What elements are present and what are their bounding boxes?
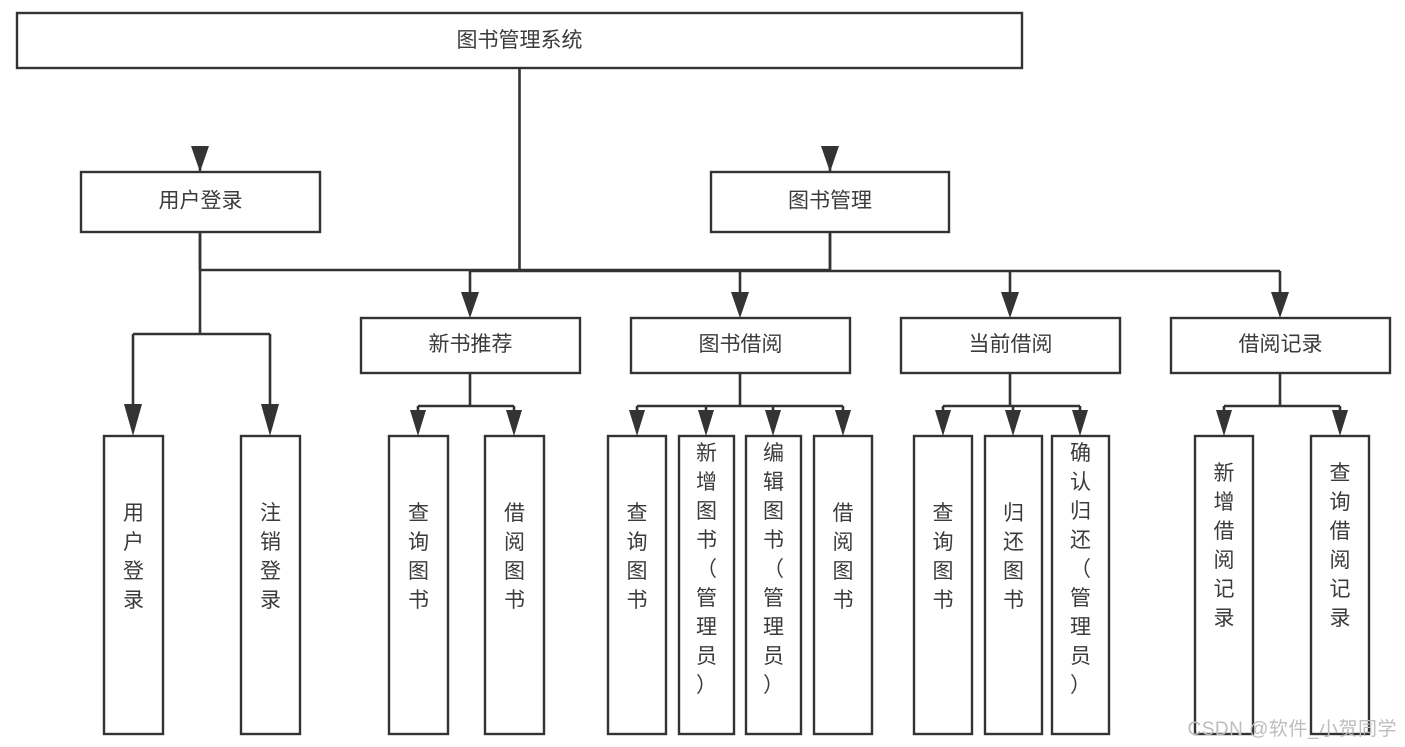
node-leaf-bb-edit[interactable]: 编辑图书（管理员）	[744, 434, 803, 736]
node-leaf-rec-query-box[interactable]	[387, 434, 450, 736]
node-leaf-bb-borrow[interactable]: 借阅图书	[812, 434, 874, 736]
arrow-to-new-book-rec	[461, 292, 479, 318]
arrow-to-current-borrow	[1001, 292, 1019, 318]
node-leaf-bb-borrow-label: 借阅图书	[833, 502, 854, 612]
node-leaf-cb-query-box[interactable]	[912, 434, 974, 736]
node-root-box[interactable]	[15, 11, 1024, 70]
node-new-book-rec-label: 新书推荐	[429, 333, 513, 356]
node-borrow-record-label: 借阅记录	[1239, 333, 1323, 356]
arrow-to-leaf-cb-return	[1005, 410, 1021, 436]
watermark-text: CSDN @软件_小贺同学	[1187, 719, 1397, 740]
node-leaf-br-add-box[interactable]	[1193, 434, 1255, 736]
node-root-label: 图书管理系统	[457, 29, 583, 52]
arrow-to-leaf-user-login	[124, 404, 142, 436]
node-leaf-bb-query-box[interactable]	[606, 434, 668, 736]
node-leaf-user-login-box[interactable]	[102, 434, 165, 736]
node-root[interactable]: 图书管理系统	[15, 11, 1024, 70]
node-leaf-bb-edit-label: 编辑图书（管理员）	[763, 442, 784, 697]
node-new-book-rec[interactable]: 新书推荐	[359, 316, 582, 375]
node-leaf-cb-confirm-label: 确认归还（管理员）	[1070, 442, 1091, 697]
node-leaf-rec-borrow-label: 借阅图书	[504, 502, 525, 612]
node-borrow-record[interactable]: 借阅记录	[1169, 316, 1392, 375]
node-leaf-user-logout[interactable]: 注销登录	[239, 434, 302, 736]
arrow-to-borrow-record	[1271, 292, 1289, 318]
node-leaf-cb-return-box[interactable]	[983, 434, 1044, 736]
arrow-to-leaf-bb-add	[698, 410, 714, 436]
node-leaf-bb-query-label: 查询图书	[627, 502, 648, 612]
arrow-to-leaf-cb-confirm	[1072, 410, 1088, 436]
node-leaf-cb-query-label: 查询图书	[933, 502, 954, 612]
node-leaf-cb-query[interactable]: 查询图书	[912, 434, 974, 736]
arrow-to-leaf-bb-query	[629, 410, 645, 436]
node-book-borrow[interactable]: 图书借阅	[629, 316, 852, 375]
node-current-borrow-box[interactable]	[899, 316, 1122, 375]
arrow-to-user-login	[191, 146, 209, 172]
node-leaf-br-add[interactable]: 新增借阅记录	[1193, 434, 1255, 736]
node-book-manage[interactable]: 图书管理	[709, 170, 951, 234]
node-leaf-cb-confirm-box[interactable]	[1050, 434, 1111, 736]
arrow-to-leaf-br-add	[1216, 410, 1232, 436]
node-borrow-record-box[interactable]	[1169, 316, 1392, 375]
node-leaf-bb-query[interactable]: 查询图书	[606, 434, 668, 736]
node-leaf-rec-query-label: 查询图书	[408, 502, 429, 612]
node-leaf-rec-borrow-box[interactable]	[483, 434, 546, 736]
arrow-to-book-manage	[821, 146, 839, 172]
node-leaf-user-logout-label: 注销登录	[260, 502, 281, 612]
node-leaf-bb-add[interactable]: 新增图书（管理员）	[677, 434, 736, 736]
node-leaf-user-login-label: 用户登录	[123, 502, 144, 612]
arrow-to-leaf-bb-borrow	[835, 410, 851, 436]
node-leaf-br-query-box[interactable]	[1309, 434, 1371, 736]
node-book-borrow-box[interactable]	[629, 316, 852, 375]
node-book-manage-label: 图书管理	[788, 190, 872, 213]
node-current-borrow[interactable]: 当前借阅	[899, 316, 1122, 375]
node-leaf-rec-borrow[interactable]: 借阅图书	[483, 434, 546, 736]
node-leaf-user-login[interactable]: 用户登录	[102, 434, 165, 736]
node-leaf-br-query[interactable]: 查询借阅记录	[1309, 434, 1371, 736]
arrow-to-leaf-rec-query	[410, 410, 426, 436]
node-user-login-label: 用户登录	[159, 190, 243, 213]
node-leaf-bb-add-label: 新增图书（管理员）	[696, 442, 717, 697]
node-leaf-cb-return[interactable]: 归还图书	[983, 434, 1044, 736]
arrow-to-leaf-user-logout	[261, 404, 279, 436]
node-new-book-rec-box[interactable]	[359, 316, 582, 375]
node-leaf-rec-query[interactable]: 查询图书	[387, 434, 450, 736]
node-leaf-cb-confirm[interactable]: 确认归还（管理员）	[1050, 434, 1111, 736]
node-book-manage-box[interactable]	[709, 170, 951, 234]
arrow-to-leaf-br-query	[1332, 410, 1348, 436]
arrow-to-leaf-bb-edit	[765, 410, 781, 436]
node-user-login-box[interactable]	[79, 170, 322, 234]
arrow-to-leaf-rec-borrow	[506, 410, 522, 436]
arrow-to-book-borrow	[731, 292, 749, 318]
connector-layer	[124, 68, 1348, 436]
node-leaf-br-query-label: 查询借阅记录	[1330, 462, 1351, 630]
node-current-borrow-label: 当前借阅	[969, 333, 1053, 356]
node-book-borrow-label: 图书借阅	[699, 333, 783, 356]
node-user-login[interactable]: 用户登录	[79, 170, 322, 234]
arrow-to-leaf-cb-query	[935, 410, 951, 436]
node-leaf-cb-return-label: 归还图书	[1003, 502, 1024, 612]
node-leaf-bb-edit-box[interactable]	[744, 434, 803, 736]
node-leaf-bb-add-box[interactable]	[677, 434, 736, 736]
node-leaf-br-add-label: 新增借阅记录	[1214, 462, 1235, 630]
node-leaf-user-logout-box[interactable]	[239, 434, 302, 736]
node-leaf-bb-borrow-box[interactable]	[812, 434, 874, 736]
